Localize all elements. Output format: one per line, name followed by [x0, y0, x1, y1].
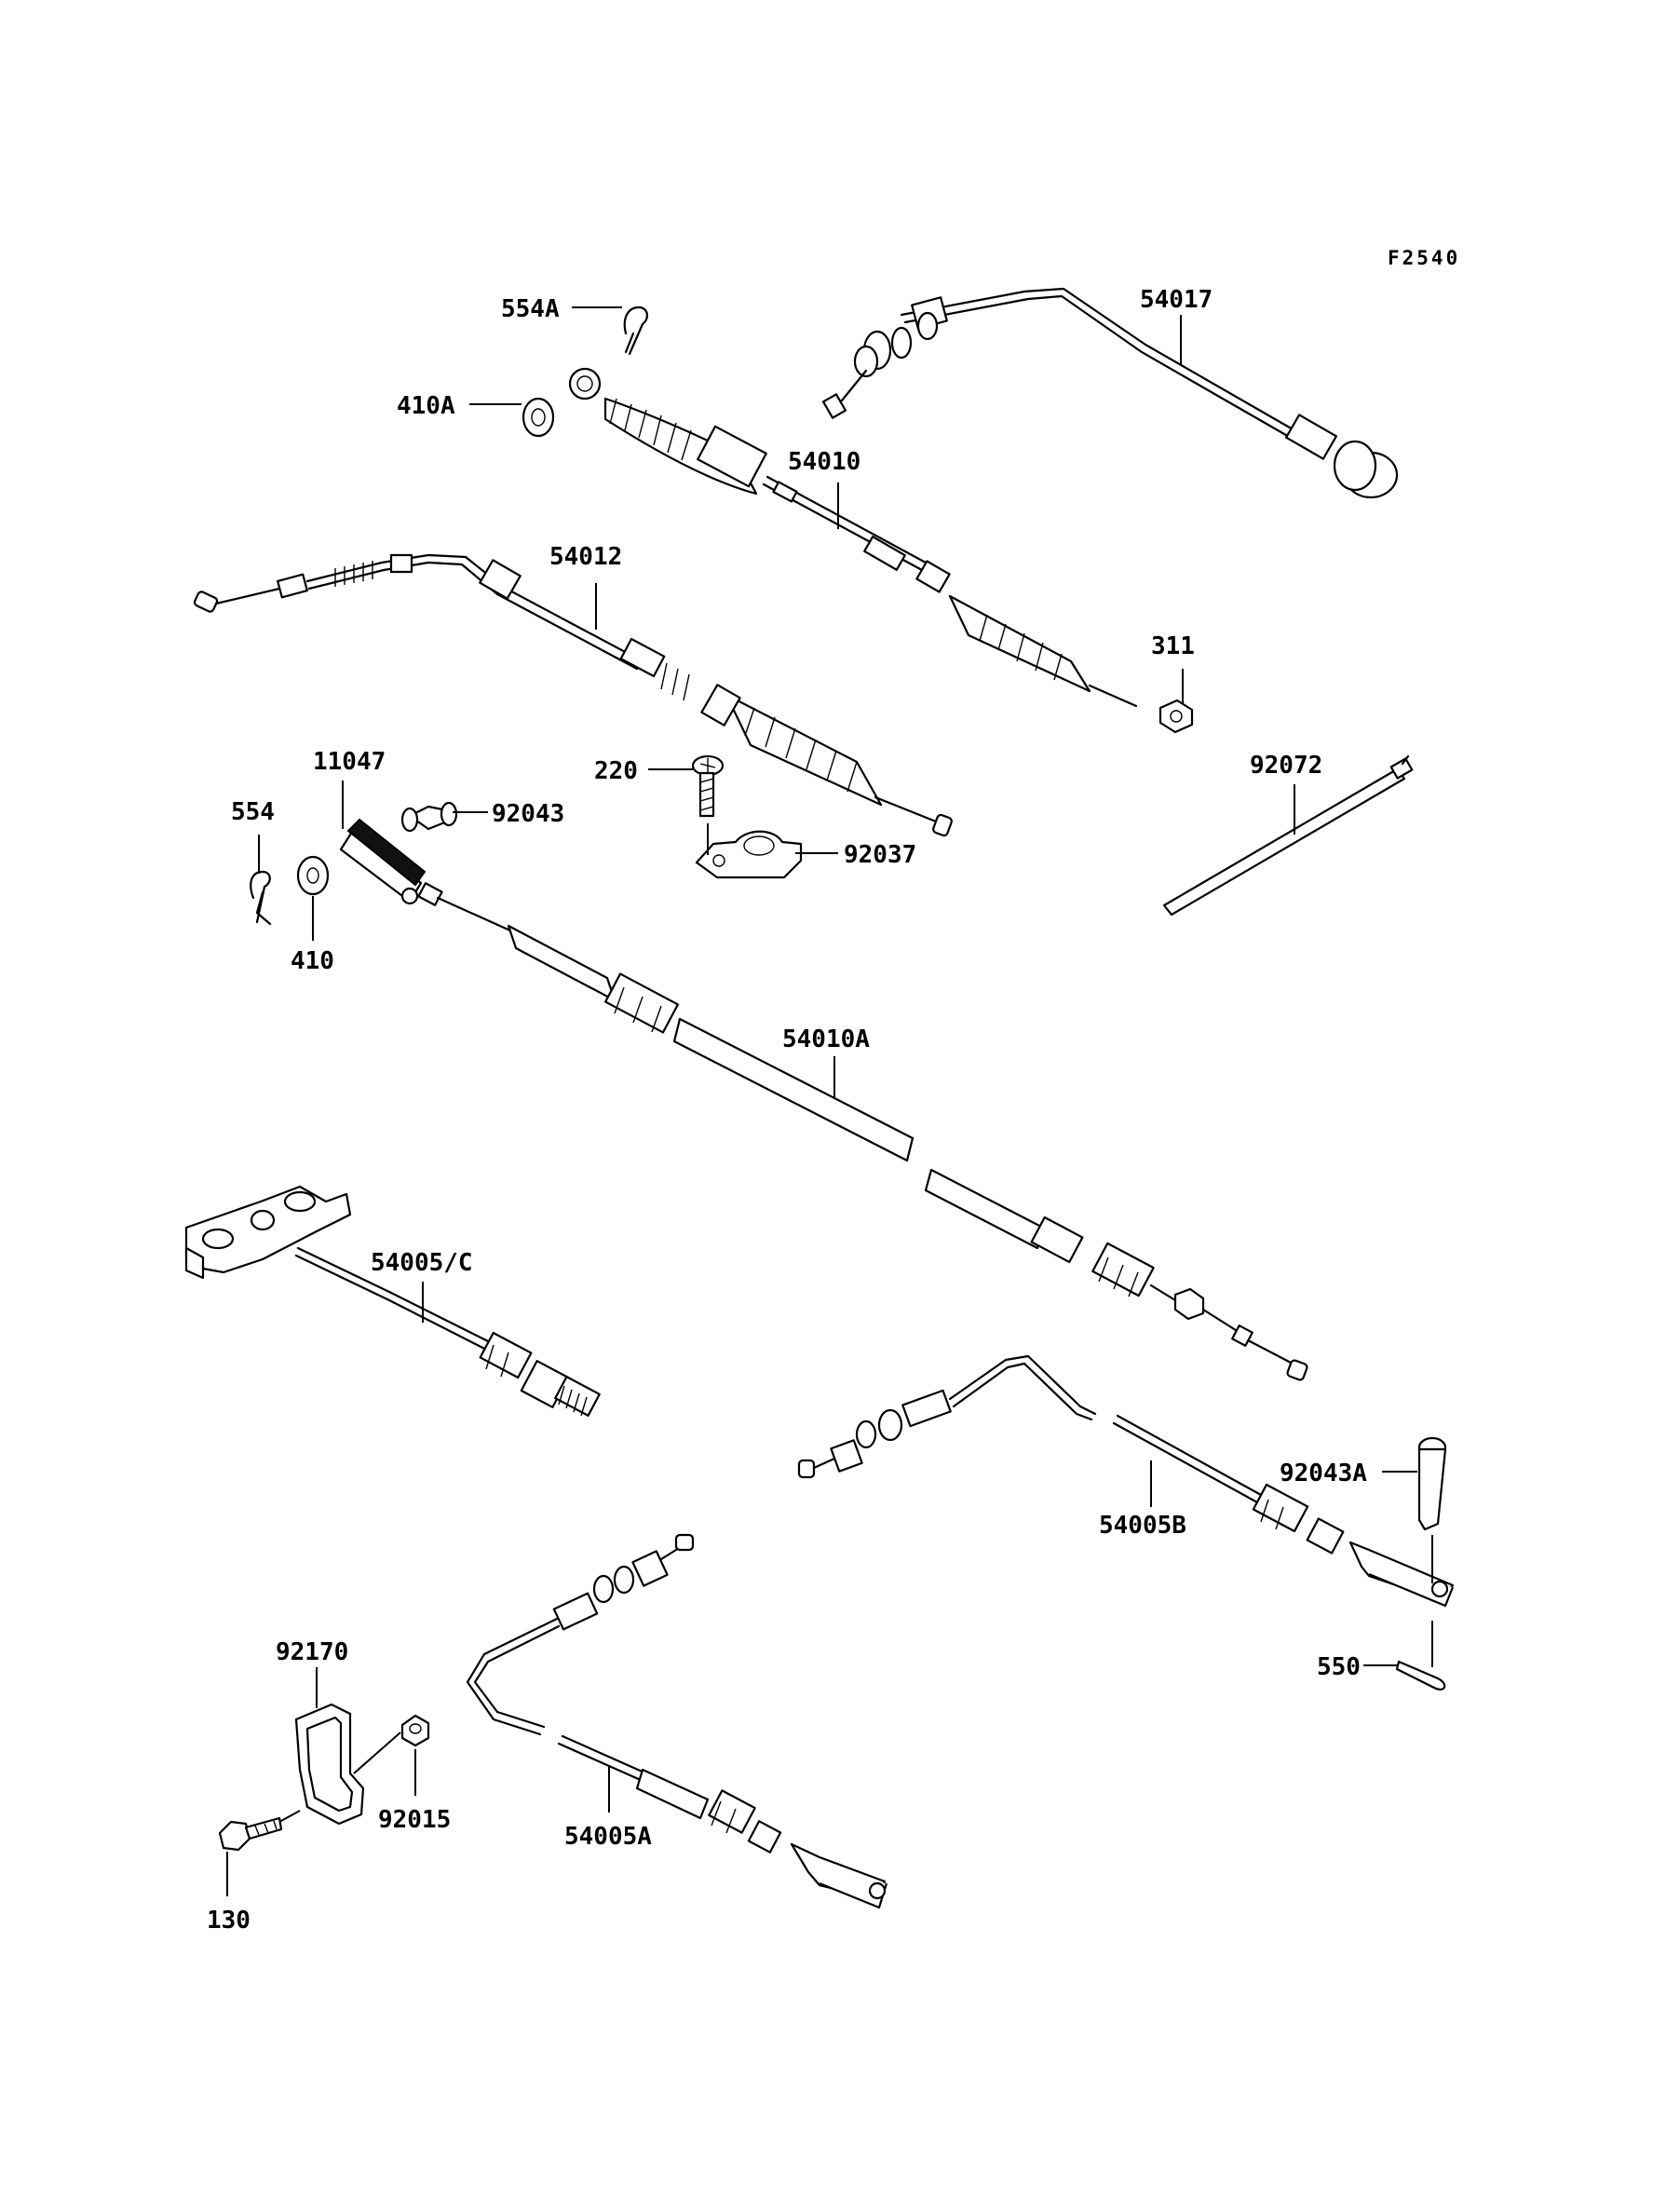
- callout-11047[interactable]: 11047: [313, 748, 386, 776]
- callout-92015[interactable]: 92015: [378, 1806, 451, 1834]
- part-92043A-pin[interactable]: [1417, 1436, 1447, 1531]
- callout-410[interactable]: 410: [291, 947, 334, 975]
- part-410A-washer[interactable]: [522, 397, 555, 438]
- part-554A-pin[interactable]: [623, 306, 648, 356]
- part-92015-nut[interactable]: [400, 1714, 430, 1747]
- leader-lines: [226, 306, 1433, 1896]
- callout-54017[interactable]: 54017: [1140, 286, 1213, 314]
- callout-54012[interactable]: 54012: [549, 543, 622, 571]
- part-54010-cable[interactable]: [568, 367, 1138, 708]
- callout-54005C[interactable]: 54005/C: [371, 1249, 473, 1277]
- callout-54005A[interactable]: 54005A: [564, 1823, 652, 1851]
- callout-54010A[interactable]: 54010A: [782, 1025, 870, 1053]
- callout-311[interactable]: 311: [1151, 632, 1195, 660]
- part-92170-bracket[interactable]: [294, 1703, 365, 1826]
- callout-130[interactable]: 130: [207, 1907, 251, 1935]
- part-54005B-cable[interactable]: [797, 1354, 1455, 1608]
- callout-labels: 554A 410A 54017 54010 54012 311 220 1104…: [207, 286, 1367, 1935]
- part-130-bolt[interactable]: [218, 1816, 283, 1852]
- callout-54005B[interactable]: 54005B: [1099, 1512, 1186, 1540]
- part-54010A-cable[interactable]: [417, 882, 1308, 1381]
- part-54017-cable[interactable]: [821, 287, 1399, 499]
- callout-220[interactable]: 220: [594, 757, 638, 785]
- part-92037-clamp[interactable]: [695, 830, 803, 879]
- callout-92043A[interactable]: 92043A: [1280, 1460, 1367, 1487]
- part-92072-cable-tie[interactable]: [1162, 754, 1414, 917]
- part-311-nut[interactable]: [1158, 699, 1194, 734]
- callout-92170[interactable]: 92170: [276, 1638, 348, 1666]
- part-550-cotter-pin[interactable]: [1395, 1660, 1446, 1691]
- part-11047-clevis[interactable]: [339, 818, 427, 905]
- part-410-washer[interactable]: [296, 855, 330, 896]
- callout-92072[interactable]: 92072: [1250, 752, 1322, 780]
- figure-code: F2540: [1388, 247, 1460, 269]
- part-554-pin[interactable]: [250, 870, 272, 926]
- callout-554A[interactable]: 554A: [501, 295, 560, 323]
- part-54005A-cable[interactable]: [466, 1533, 888, 1909]
- callout-550[interactable]: 550: [1317, 1653, 1361, 1681]
- part-92043-pin[interactable]: [400, 801, 458, 833]
- callout-54010[interactable]: 54010: [788, 448, 860, 476]
- callout-410A[interactable]: 410A: [397, 392, 455, 420]
- callout-554[interactable]: 554: [231, 798, 275, 826]
- part-54012-cable[interactable]: [193, 553, 953, 837]
- part-54005C-cable[interactable]: [184, 1185, 601, 1417]
- callout-92043[interactable]: 92043: [492, 800, 564, 828]
- callout-92037[interactable]: 92037: [844, 841, 916, 869]
- part-220-screw[interactable]: [691, 754, 725, 818]
